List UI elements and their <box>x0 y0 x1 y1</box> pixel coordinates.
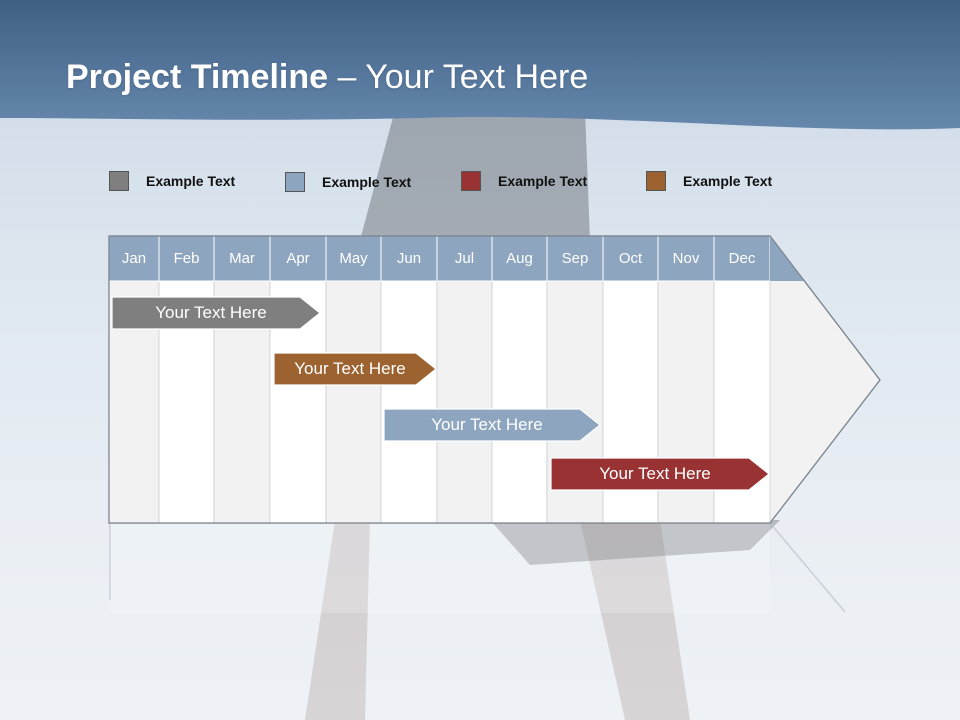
month-label-jun: Jun <box>396 250 422 267</box>
month-label-apr: Apr <box>286 250 310 267</box>
month-label-mar: Mar <box>229 250 255 267</box>
month-column-jul <box>436 280 493 524</box>
legend-label-3: Example Text <box>498 173 588 189</box>
month-header-apr <box>269 235 327 282</box>
header-band <box>0 0 960 130</box>
month-header-aug <box>491 235 548 282</box>
task-label-2: Your Text Here <box>294 359 406 378</box>
month-label-aug: Aug <box>506 250 533 267</box>
month-label-oct: Oct <box>618 250 643 267</box>
task-arrow-3 <box>383 408 601 442</box>
legend-swatch-3 <box>461 171 481 191</box>
title-bold: Project Timeline <box>66 58 329 96</box>
month-header-sep <box>546 235 604 282</box>
month-label-feb: Feb <box>173 250 200 267</box>
month-label-jul: Jul <box>454 250 475 267</box>
month-label-nov: Nov <box>672 250 700 267</box>
legend-swatch-4 <box>646 171 666 191</box>
month-header-jul <box>436 235 493 282</box>
timeline-reflection <box>109 522 846 613</box>
month-header-mar <box>213 235 271 282</box>
task-arrow-4 <box>550 457 770 491</box>
page-title: Project Timeline – Your Text Here <box>66 58 588 97</box>
month-label-may: May <box>339 250 368 267</box>
month-header-dec <box>713 235 771 282</box>
legend-label-1: Example Text <box>146 173 236 189</box>
task-label-3: Your Text Here <box>431 415 543 434</box>
month-label-jan: Jan <box>121 250 147 267</box>
month-column-jun <box>380 280 438 524</box>
task-label-1: Your Text Here <box>155 303 267 322</box>
month-column-may <box>325 280 382 524</box>
legend-swatch-1 <box>109 171 129 191</box>
month-label-sep: Sep <box>561 250 589 267</box>
task-arrow-1 <box>111 296 321 330</box>
legend-label-4: Example Text <box>683 173 773 189</box>
reflection-fill <box>110 523 770 613</box>
legend-label-2: Example Text <box>322 174 412 190</box>
month-column-aug <box>491 280 548 524</box>
task-label-4: Your Text Here <box>599 464 711 483</box>
legend-swatch-2 <box>285 172 305 192</box>
month-header-feb <box>158 235 215 282</box>
month-label-dec: Dec <box>728 250 756 267</box>
title-rest: – Your Text Here <box>328 58 589 96</box>
month-header-may <box>325 235 382 282</box>
month-header-jun <box>380 235 438 282</box>
task-arrow-2 <box>273 352 437 386</box>
task-arrows <box>111 296 770 491</box>
